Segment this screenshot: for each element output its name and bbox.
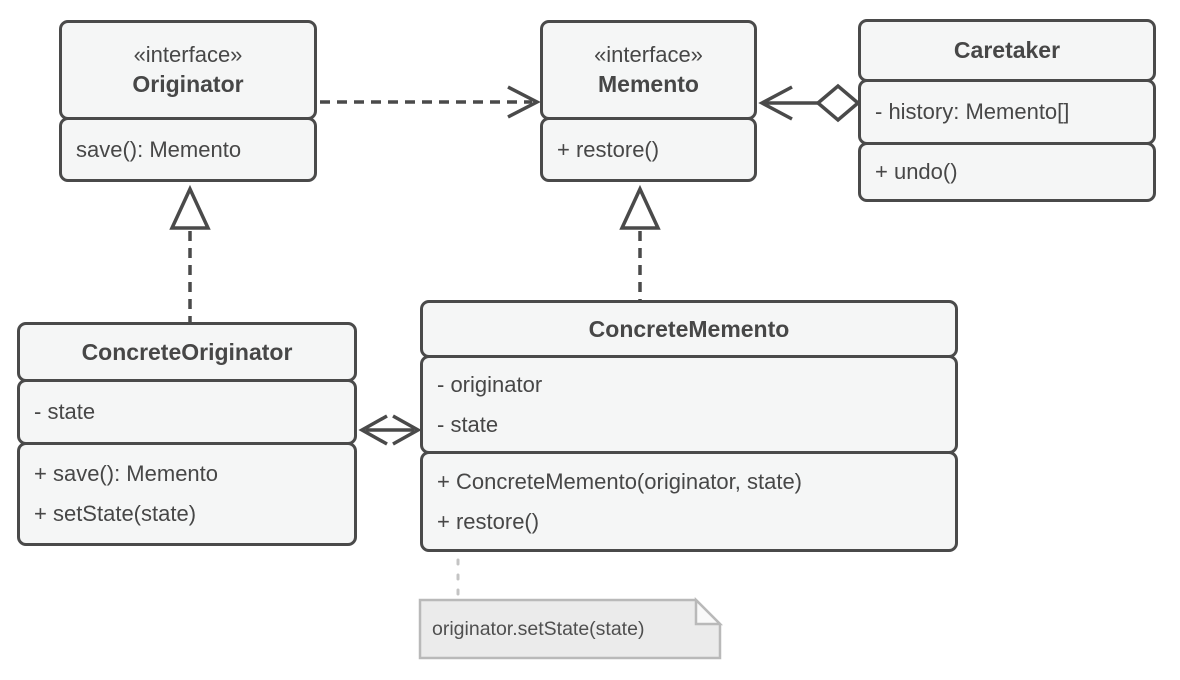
class-box-concrete-originator: ConcreteOriginator - state + save(): Mem… xyxy=(17,322,357,546)
methods-compartment: + ConcreteMemento(originator, state) + r… xyxy=(420,451,958,552)
attribute-line: - history: Memento[] xyxy=(875,99,1070,124)
methods-compartment: save(): Memento xyxy=(59,117,317,182)
class-box-caretaker: Caretaker - history: Memento[] + undo() xyxy=(858,19,1156,202)
method-line: + restore() xyxy=(437,508,540,534)
class-header: «interface» Originator xyxy=(59,20,317,120)
class-name: Originator xyxy=(132,71,244,97)
class-header: «interface» Memento xyxy=(540,20,757,120)
method-line: + undo() xyxy=(875,159,958,184)
class-box-memento: «interface» Memento + restore() xyxy=(540,20,757,182)
methods-compartment: + restore() xyxy=(540,117,757,182)
class-name: Caretaker xyxy=(953,37,1061,63)
realization-concrete-originator-to-originator xyxy=(169,184,211,322)
method-line: + setState(state) xyxy=(34,501,197,526)
class-name: ConcreteMemento xyxy=(588,315,790,342)
attribute-line: - state xyxy=(437,411,499,437)
stereotype-label: «interface» xyxy=(133,42,243,67)
open-arrowhead-icon xyxy=(507,85,541,119)
method-line: + save(): Memento xyxy=(34,461,219,486)
class-header: ConcreteOriginator xyxy=(17,322,357,382)
realization-triangle-icon xyxy=(619,184,661,230)
realization-concrete-memento-to-memento xyxy=(619,184,661,300)
method-line: + restore() xyxy=(557,136,660,162)
class-header: ConcreteMemento xyxy=(420,300,958,358)
dependency-arrow-originator-to-memento xyxy=(320,85,541,119)
method-line: + ConcreteMemento(originator, state) xyxy=(437,468,803,494)
note-comment: originator.setState(state) xyxy=(432,617,645,640)
association-double-arrow xyxy=(358,414,422,446)
method-line: save(): Memento xyxy=(76,136,242,162)
open-arrowhead-icon xyxy=(358,414,388,446)
class-box-concrete-memento: ConcreteMemento - originator - state + C… xyxy=(420,300,958,552)
class-header: Caretaker xyxy=(858,19,1156,82)
aggregation-diamond-icon xyxy=(815,83,861,123)
attributes-compartment: - history: Memento[] xyxy=(858,79,1156,145)
aggregation-arrow-caretaker-to-memento xyxy=(758,83,861,123)
open-arrowhead-icon xyxy=(392,414,422,446)
attribute-line: - originator xyxy=(437,371,543,397)
attributes-compartment: - originator - state xyxy=(420,355,958,454)
stereotype-label: «interface» xyxy=(594,42,703,67)
class-name: ConcreteOriginator xyxy=(81,338,293,365)
attributes-compartment: - state xyxy=(17,379,357,445)
methods-compartment: + save(): Memento + setState(state) xyxy=(17,442,357,546)
realization-triangle-icon xyxy=(169,184,211,230)
open-arrowhead-icon xyxy=(758,85,793,121)
class-name: Memento xyxy=(598,71,699,97)
class-box-originator: «interface» Originator save(): Memento xyxy=(59,20,317,182)
methods-compartment: + undo() xyxy=(858,142,1156,202)
attribute-line: - state xyxy=(34,399,96,424)
